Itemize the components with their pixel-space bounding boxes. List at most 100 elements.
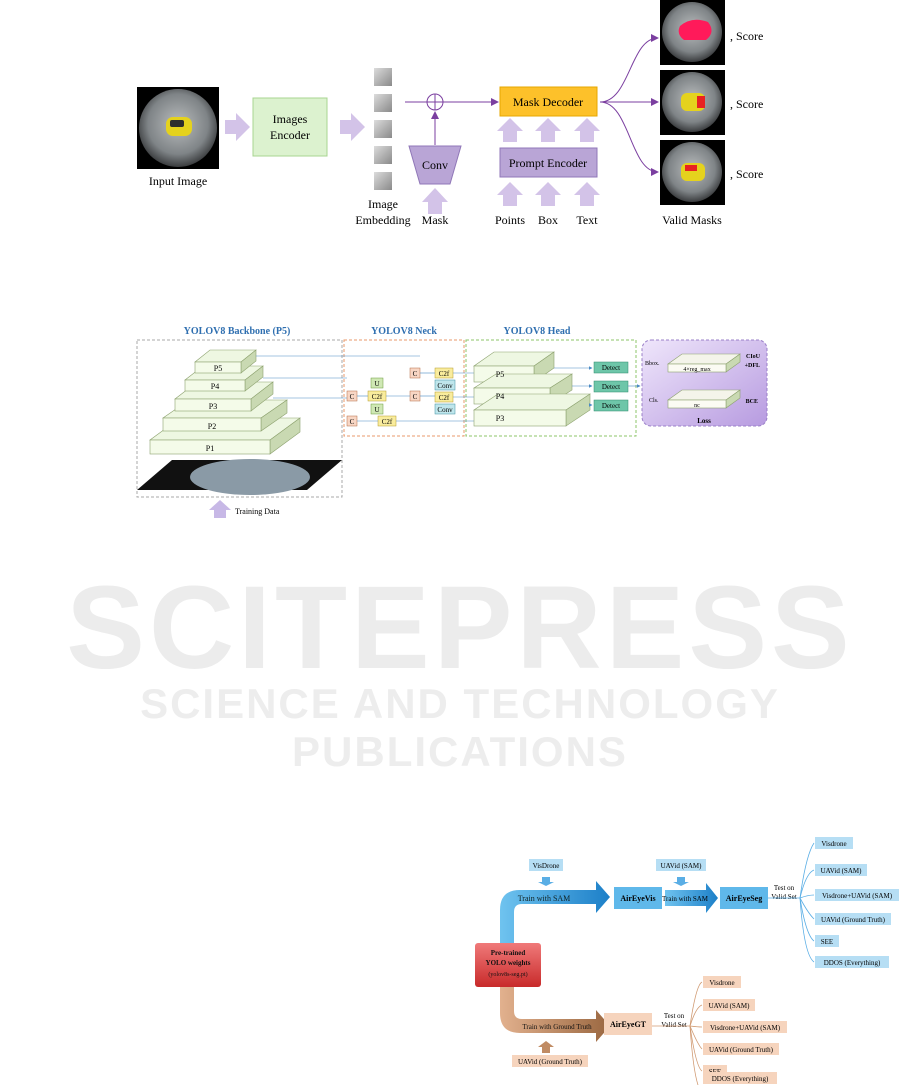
- up-arrow-icon: [535, 118, 561, 142]
- detect-label-p5: Detect: [602, 364, 620, 372]
- detect-box-p3: [593, 399, 629, 412]
- blue-test-label-1: UAVid (SAM): [821, 867, 863, 875]
- valid-set-label-2: Valid Set: [661, 1021, 687, 1029]
- blue-test-item-4: [815, 935, 839, 947]
- valid-masks-label: Valid Masks: [662, 213, 722, 227]
- purple-arrow-icon: [225, 113, 250, 141]
- visdrone-source-label: VisDrone: [533, 862, 560, 870]
- neck-conv-1-label: Conv: [437, 382, 453, 390]
- valid-mask-2: [660, 70, 725, 135]
- uavid-sam-source-box: [656, 859, 706, 871]
- blue-test-label-0: Visdrone: [821, 840, 846, 848]
- detect-label-p4: Detect: [602, 383, 620, 391]
- conv-block: [408, 145, 462, 185]
- train-with-sam-label-2: Train with SAM: [662, 895, 709, 903]
- image-embedding-label-2: Embedding: [355, 213, 410, 227]
- box-label: Box: [538, 213, 558, 227]
- train-with-ground-truth-arrow: [500, 987, 610, 1042]
- blue-branch-lines: [799, 842, 815, 963]
- valid-mask-1: [660, 0, 725, 65]
- valid-set-label-1: Valid Set: [771, 893, 797, 901]
- neck-concat-3-label: C: [413, 370, 418, 378]
- pretrained-label-2: YOLO weights: [486, 959, 531, 967]
- neck-title: YOLOV8 Neck: [371, 326, 437, 337]
- aireyegt-label: AirEyeGT: [610, 1020, 647, 1029]
- backbone-frame: [136, 339, 343, 498]
- neck-c2f-2-label: C2f: [382, 418, 393, 426]
- blue-test-label-2: Visdrone+UAVid (SAM): [822, 892, 893, 900]
- up-arrow-icon: [497, 182, 523, 206]
- train-with-ground-truth-label: Train with Ground Truth: [522, 1023, 592, 1031]
- pretrained-weights-box: [475, 943, 541, 987]
- uavid-sam-source-label: UAVid (SAM): [661, 862, 703, 870]
- loss-cls-block: [667, 389, 741, 409]
- sam-pipeline-figure: Input Image Images Encoder Image Embeddi…: [137, 0, 763, 227]
- tan-test-item-0: [703, 976, 741, 988]
- head-label-p4: P4: [496, 392, 504, 401]
- up-arrow-icon: [574, 182, 600, 206]
- training-data-arrow-icon: [209, 500, 231, 518]
- blue-test-item-5: [815, 956, 889, 968]
- tan-test-item-3: [703, 1043, 779, 1055]
- blue-test-item-3: [815, 913, 891, 925]
- aireyeseg-box: [720, 887, 768, 909]
- loss-label: Loss: [697, 417, 711, 425]
- pretrained-label-1: Pre-trained: [491, 949, 526, 957]
- tan-test-label-1: UAVid (SAM): [709, 1002, 751, 1010]
- prompt-encoder-box: [499, 147, 598, 178]
- score-label-3: , Score: [730, 167, 763, 181]
- ciou-label: CIoU: [746, 354, 761, 360]
- visdrone-source-box: [529, 859, 563, 871]
- neck-conv-1: [434, 379, 456, 391]
- bce-label: BCE: [746, 399, 758, 405]
- down-arrow-icon: [538, 877, 554, 886]
- image-embedding-label-1: Image: [368, 197, 398, 211]
- loss-panel: [641, 339, 768, 427]
- level-label-p2: P2: [208, 422, 216, 431]
- input-image: [137, 87, 219, 169]
- blue-test-item-0: [815, 837, 853, 849]
- up-arrow-icon: [538, 1041, 554, 1053]
- level-label-p1: P1: [206, 444, 214, 453]
- uavid-ground-truth-source-box: [512, 1055, 588, 1067]
- backbone-layer-p5: [194, 349, 257, 374]
- head-title: YOLOV8 Head: [504, 326, 571, 337]
- tan-test-item-1: [703, 999, 755, 1011]
- points-label: Points: [495, 213, 525, 227]
- head-layer-p3: [473, 393, 591, 427]
- neck-frame: [343, 339, 465, 437]
- cls-label: Cls.: [649, 398, 659, 404]
- detect-label-p3: Detect: [602, 402, 620, 410]
- image-embedding-stack: [374, 68, 392, 190]
- score-label-1: , Score: [730, 29, 763, 43]
- up-arrow-icon: [574, 118, 600, 142]
- training-flow-figure: Train with SAM VisDrone AirEyeVis Train …: [475, 837, 899, 1085]
- neck-concat-2-label: C: [350, 418, 355, 426]
- pretrained-label-3: (yolov8s-seg.pt): [488, 971, 527, 978]
- aireyeseg-label: AirEyeSeg: [726, 894, 762, 903]
- dfl-label: +DFL: [745, 363, 760, 369]
- neck-c2f-4-label: C2f: [439, 394, 450, 402]
- tan-test-label-0: Visdrone: [709, 979, 734, 987]
- tan-test-label-5: DDOS (Everything): [712, 1075, 769, 1083]
- images-encoder-label-2: Encoder: [270, 128, 310, 142]
- test-on-label-1: Test on: [774, 884, 795, 892]
- mask-label: Mask: [422, 213, 449, 227]
- reg-max-label: 4×reg_max: [683, 367, 710, 373]
- uavid-ground-truth-source-label: UAVid (Ground Truth): [518, 1058, 583, 1066]
- tan-test-label-3: UAVid (Ground Truth): [709, 1046, 774, 1054]
- detect-box-p4: [593, 380, 629, 393]
- train-with-sam-arrow: [500, 881, 610, 945]
- score-label-2: , Score: [730, 97, 763, 111]
- test-on-label-2: Test on: [664, 1012, 685, 1020]
- aireyevis-box: [614, 887, 662, 909]
- backbone-title: YOLOV8 Backbone (P5): [184, 326, 291, 337]
- bbox-label: Bbox.: [645, 361, 660, 367]
- training-data-label: Training Data: [235, 507, 280, 516]
- tan-test-item-2: [703, 1021, 787, 1033]
- tan-test-item-5-wrap: DDOS (Everything): [703, 1072, 777, 1084]
- neck-conv-2-label: Conv: [437, 406, 453, 414]
- up-arrow-icon: [422, 188, 448, 214]
- images-encoder-box: [252, 97, 328, 157]
- level-label-p3: P3: [209, 402, 217, 411]
